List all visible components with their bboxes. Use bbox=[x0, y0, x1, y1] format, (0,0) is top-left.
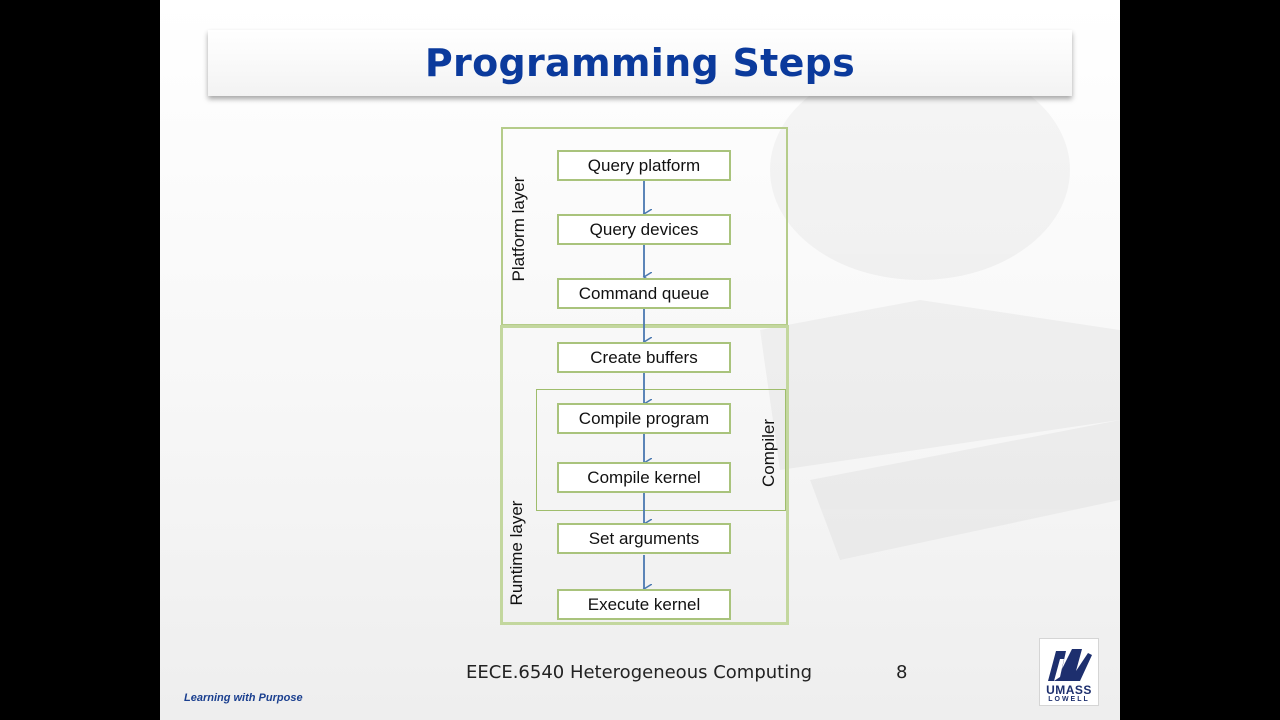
programming-steps-diagram: Platform layer Runtime layer Compiler bbox=[499, 126, 789, 626]
step-command-queue: Command queue bbox=[557, 278, 731, 309]
slide-title: Programming Steps bbox=[424, 41, 856, 85]
slide: Programming Steps Platform layer Runtime… bbox=[160, 0, 1120, 720]
step-query-devices: Query devices bbox=[557, 214, 731, 245]
logo-line-2: LOWELL bbox=[1048, 696, 1090, 703]
footer-course-name: EECE.6540 Heterogeneous Computing bbox=[466, 662, 813, 683]
title-bar: Programming Steps bbox=[208, 30, 1072, 96]
step-query-platform: Query platform bbox=[557, 150, 731, 181]
step-set-arguments: Set arguments bbox=[557, 523, 731, 554]
compiler-box bbox=[536, 389, 786, 511]
umass-logo-mark-icon bbox=[1048, 649, 1092, 681]
step-compile-kernel: Compile kernel bbox=[557, 462, 731, 493]
flow-arrows bbox=[499, 180, 789, 626]
step-create-buffers: Create buffers bbox=[557, 342, 731, 373]
umass-lowell-logo: UMASS LOWELL bbox=[1039, 638, 1099, 706]
logo-line-1: UMASS bbox=[1046, 683, 1092, 697]
step-compile-program: Compile program bbox=[557, 403, 731, 434]
step-execute-kernel: Execute kernel bbox=[557, 589, 731, 620]
tagline: Learning with Purpose bbox=[184, 692, 303, 704]
page-number: 8 bbox=[896, 662, 908, 683]
